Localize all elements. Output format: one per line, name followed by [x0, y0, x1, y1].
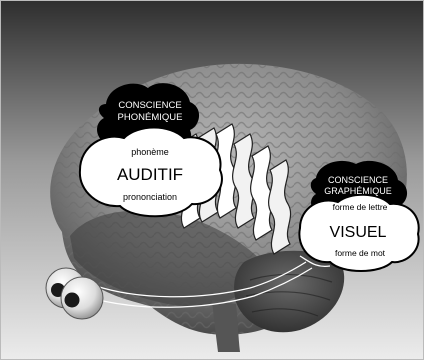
auditory-lower-label: prononciation — [123, 192, 177, 202]
auditory-heading-line1: CONSCIENCE — [118, 100, 181, 111]
auditory-upper-label: phonème — [131, 147, 169, 157]
visual-heading-line2: GRAPHÉMIQUE — [324, 186, 392, 196]
visual-lower-label: forme de mot — [335, 248, 386, 258]
auditory-main-label: AUDITIF — [117, 165, 183, 184]
visual-upper-label: forme de lettre — [333, 202, 388, 212]
auditory-heading-line2: PHONÉMIQUE — [118, 112, 183, 123]
visual-main-label: VISUEL — [330, 224, 387, 241]
visual-heading-line1: CONSCIENCE — [328, 175, 388, 185]
